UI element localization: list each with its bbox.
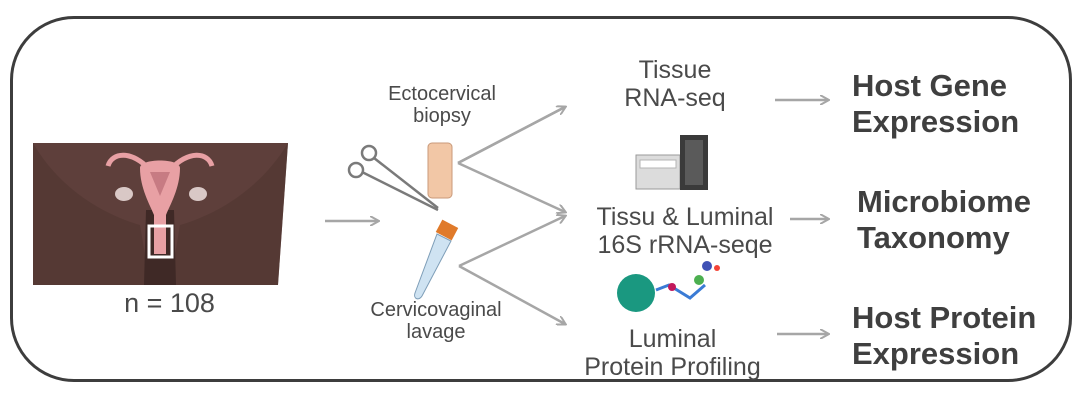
16s-label-line2: 16S rRNA-seqe — [597, 231, 773, 259]
sample-count-label: n = 108 — [124, 288, 215, 318]
rnaseq-label-line2: RNA-seq — [624, 84, 726, 112]
gene-expression-line2: Expression — [852, 103, 1020, 139]
16s-label: Tissu & Luminal 16S rRNA-seqe — [570, 203, 800, 259]
protein-profiling-label: Luminal Protein Profiling — [560, 325, 785, 381]
protein-profiling-icon — [617, 261, 720, 312]
protein-expression-line2: Expression — [852, 335, 1020, 371]
sequencer-icon — [635, 135, 708, 190]
microbiome-outcome: Microbiome Taxonomy — [857, 184, 1031, 255]
arrow-lavage-to-16s — [458, 216, 565, 268]
biopsy-label-line1: Ectocervical — [388, 83, 496, 105]
microbiome-line1: Microbiome — [857, 184, 1031, 219]
protein-expression-outcome: Host Protein Expression — [852, 300, 1036, 371]
lavage-label-line2: lavage — [406, 320, 466, 343]
pelvic-anatomy-illustration — [33, 143, 288, 285]
rnaseq-label: Tissue RNA-seq — [605, 56, 745, 112]
protein-profiling-label-line1: Luminal — [628, 325, 717, 353]
biopsy-label-line2: biopsy — [413, 104, 471, 127]
biopsy-label: Ectocervical biopsy — [372, 83, 512, 127]
rnaseq-label-line1: Tissue — [638, 56, 712, 84]
lavage-tube-icon — [414, 219, 459, 300]
microbiome-line2: Taxonomy — [857, 219, 1010, 255]
flow-arrows — [325, 100, 828, 334]
lavage-label: Cervicovaginal lavage — [355, 299, 517, 343]
protein-profiling-label-line2: Protein Profiling — [584, 353, 761, 381]
16s-label-line1: Tissu & Luminal — [596, 203, 774, 231]
gene-expression-outcome: Host Gene Expression — [852, 68, 1019, 139]
gene-expression-line1: Host Gene — [852, 68, 1008, 103]
protein-expression-line1: Host Protein — [852, 300, 1037, 335]
workflow-frame — [10, 16, 1072, 382]
arrow-biopsy-to-16s — [457, 161, 565, 212]
lavage-label-line1: Cervicovaginal — [370, 299, 502, 321]
biopsy-tissue-icon — [427, 142, 453, 199]
arrow-biopsy-to-rnaseq — [457, 107, 565, 165]
forceps-icon — [347, 144, 439, 212]
arrow-lavage-to-protein — [458, 264, 565, 324]
